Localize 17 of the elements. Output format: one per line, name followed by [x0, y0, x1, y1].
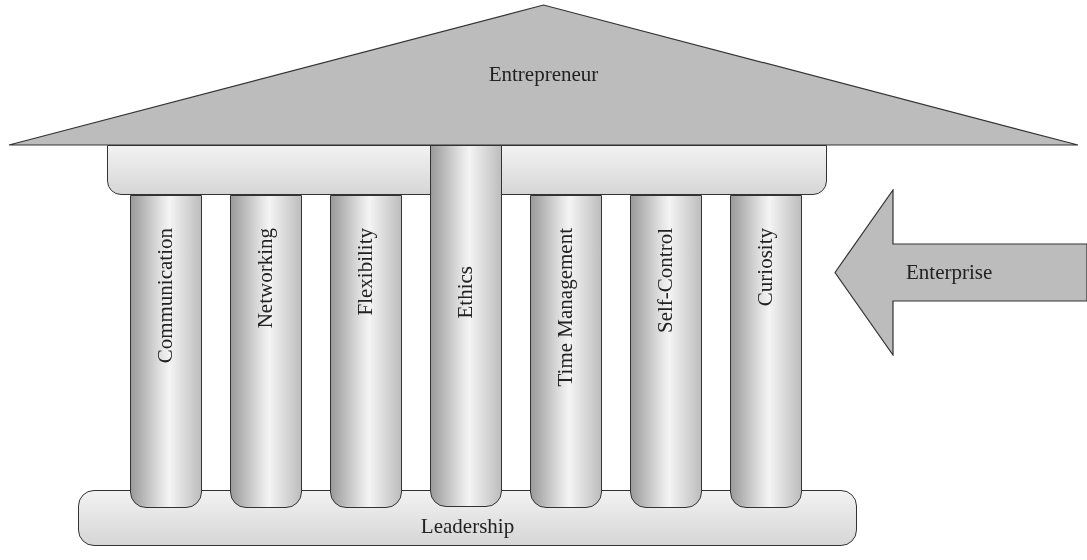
pillar [130, 195, 202, 508]
pillar-label: Self-Control [653, 228, 678, 333]
pillar [530, 195, 602, 508]
pillar [430, 145, 502, 507]
pillar-label: Flexibility [353, 228, 378, 316]
pillar [730, 195, 802, 508]
shape-label: Entrepreneur [488, 62, 599, 87]
pillar-label: Curiosity [753, 228, 778, 307]
pillar-label: Networking [253, 228, 278, 329]
pillar-label: Time Management [553, 228, 578, 387]
pillar-label: Communication [153, 228, 178, 364]
shape-label: Enterprise [906, 259, 993, 285]
shape-label: Leadership [420, 514, 515, 539]
pillar-label: Ethics [453, 266, 478, 319]
pillar [230, 195, 302, 508]
pillar [330, 195, 402, 508]
pillar [630, 195, 702, 508]
